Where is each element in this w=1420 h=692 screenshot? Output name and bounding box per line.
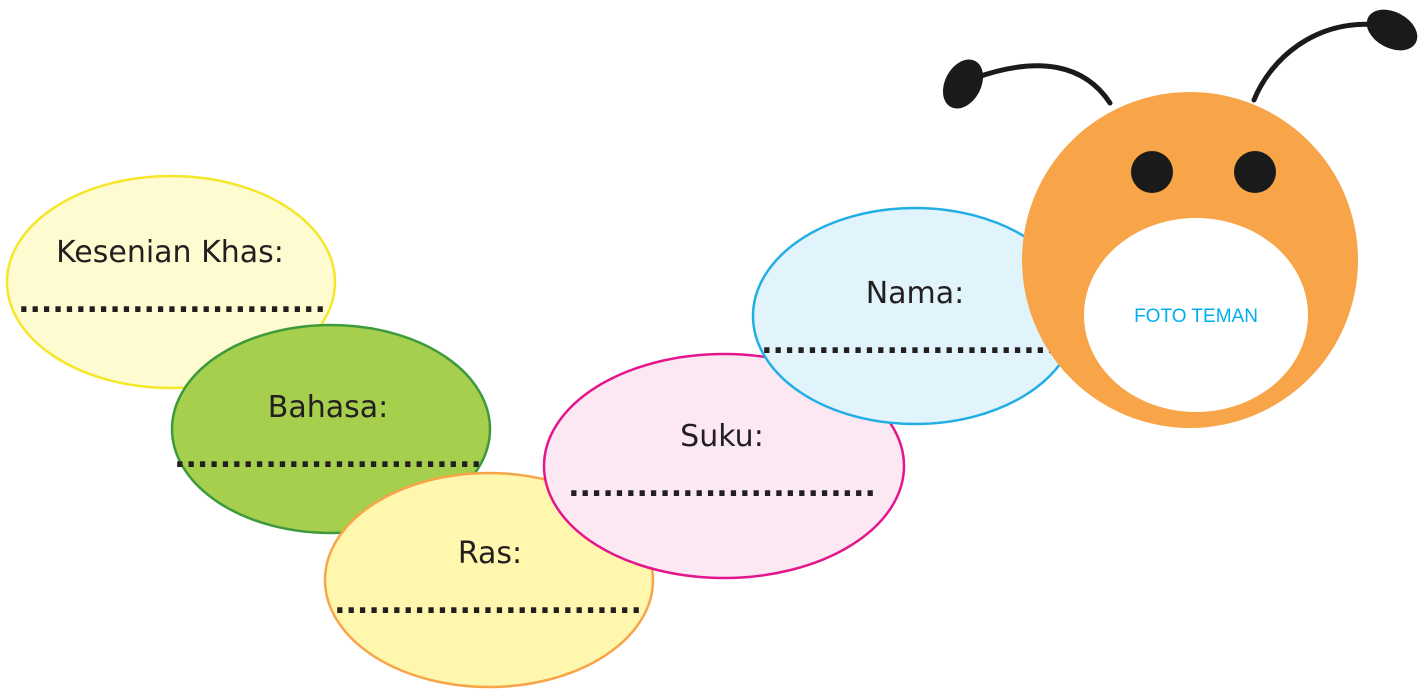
segment-suku: Suku: ...........................: [542, 352, 906, 580]
segment-ras-blank[interactable]: ...........................: [334, 586, 642, 621]
segment-nama-label: Nama:: [866, 276, 965, 311]
segment-suku-shape: [542, 352, 906, 580]
segment-nama: Nama: ...........................: [751, 206, 1079, 426]
segment-bahasa: Bahasa: ...........................: [170, 323, 492, 535]
segment-suku-blank[interactable]: ...........................: [568, 469, 876, 504]
eye-right-icon: [1234, 151, 1276, 193]
segment-nama-blank[interactable]: ...........................: [761, 326, 1069, 361]
photo-placeholder[interactable]: [1084, 218, 1308, 412]
photo-placeholder-label: FOTO TEMAN: [1134, 306, 1258, 327]
segment-bahasa-blank[interactable]: ...........................: [174, 440, 482, 475]
segment-kesenian-shape: [5, 174, 337, 390]
segment-suku-label: Suku:: [680, 419, 764, 454]
antenna-right-icon: [1251, 21, 1383, 103]
eye-left-icon: [1131, 151, 1173, 193]
caterpillar-head: FOTO TEMAN: [942, 9, 1418, 428]
segment-kesenian-label: Kesenian Khas:: [56, 235, 284, 270]
segment-bahasa-label: Bahasa:: [268, 390, 388, 425]
segment-bahasa-shape: [170, 323, 492, 535]
antenna-right-tip-icon: [1366, 9, 1418, 51]
segment-kesenian: Kesenian Khas: .........................…: [5, 174, 337, 390]
antenna-left-icon: [972, 63, 1113, 106]
segment-ras-label: Ras:: [458, 536, 522, 571]
antenna-left-tip-icon: [942, 59, 984, 109]
segment-kesenian-blank[interactable]: ...........................: [18, 285, 326, 320]
